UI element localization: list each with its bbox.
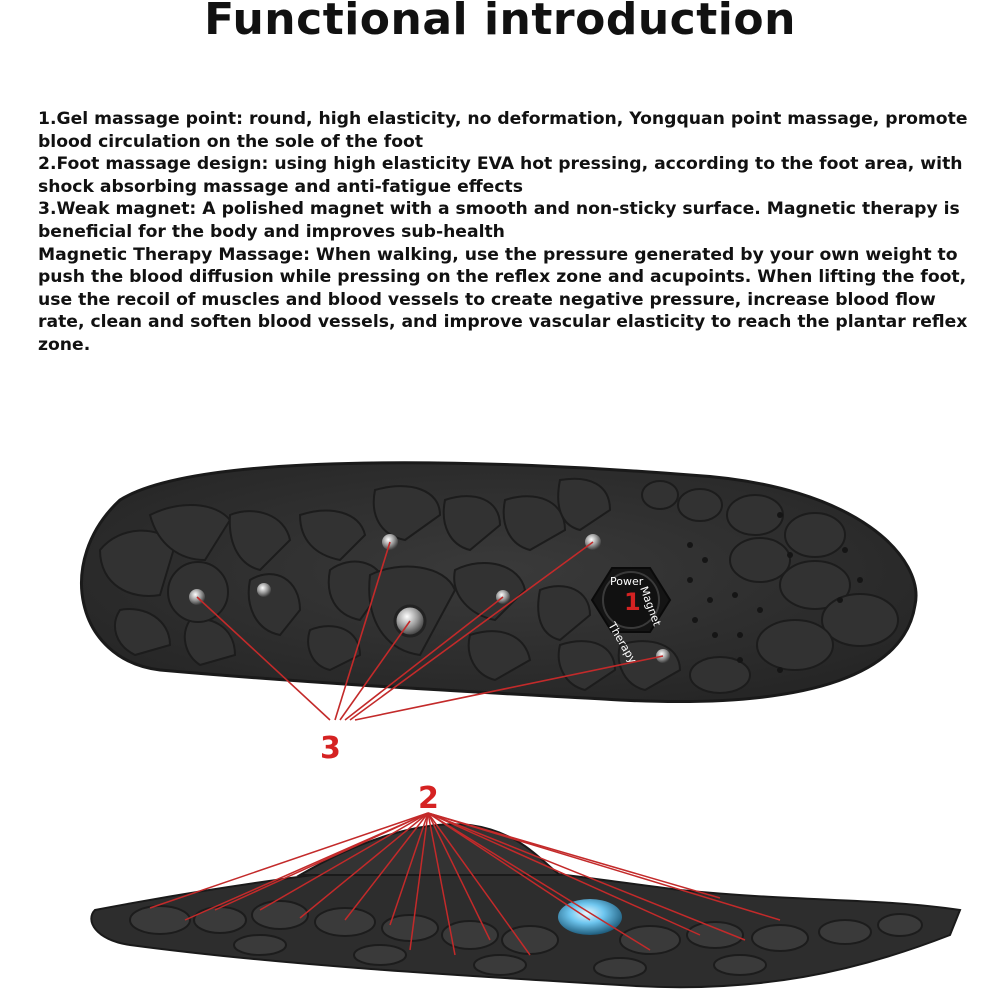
callout-3: 3 (320, 731, 341, 766)
insole-illustration: Power Magnet Therapy 1 3 (80, 461, 962, 989)
magnet-text-top: Power (610, 575, 644, 588)
insole-side-view: 2 (90, 781, 962, 989)
insole-top-view: Power Magnet Therapy 1 3 (80, 461, 918, 766)
callout-1: 1 (624, 588, 641, 616)
description-point-2: 2.Foot massage design: using high elasti… (38, 154, 963, 197)
callout-2-lines (149, 812, 781, 956)
callout-2: 2 (418, 781, 439, 816)
page-title: Functional introduction (204, 0, 796, 45)
magnet-gem (558, 899, 622, 935)
callout-3-lines (196, 541, 664, 721)
description-point-3: 3.Weak magnet: A polished magnet with a … (38, 199, 960, 242)
description-point-1: 1.Gel massage point: round, high elastic… (38, 109, 968, 152)
description-block: 1.Gel massage point: round, high elastic… (38, 108, 973, 357)
description-magnetic-therapy: Magnetic Therapy Massage: When walking, … (38, 244, 968, 355)
